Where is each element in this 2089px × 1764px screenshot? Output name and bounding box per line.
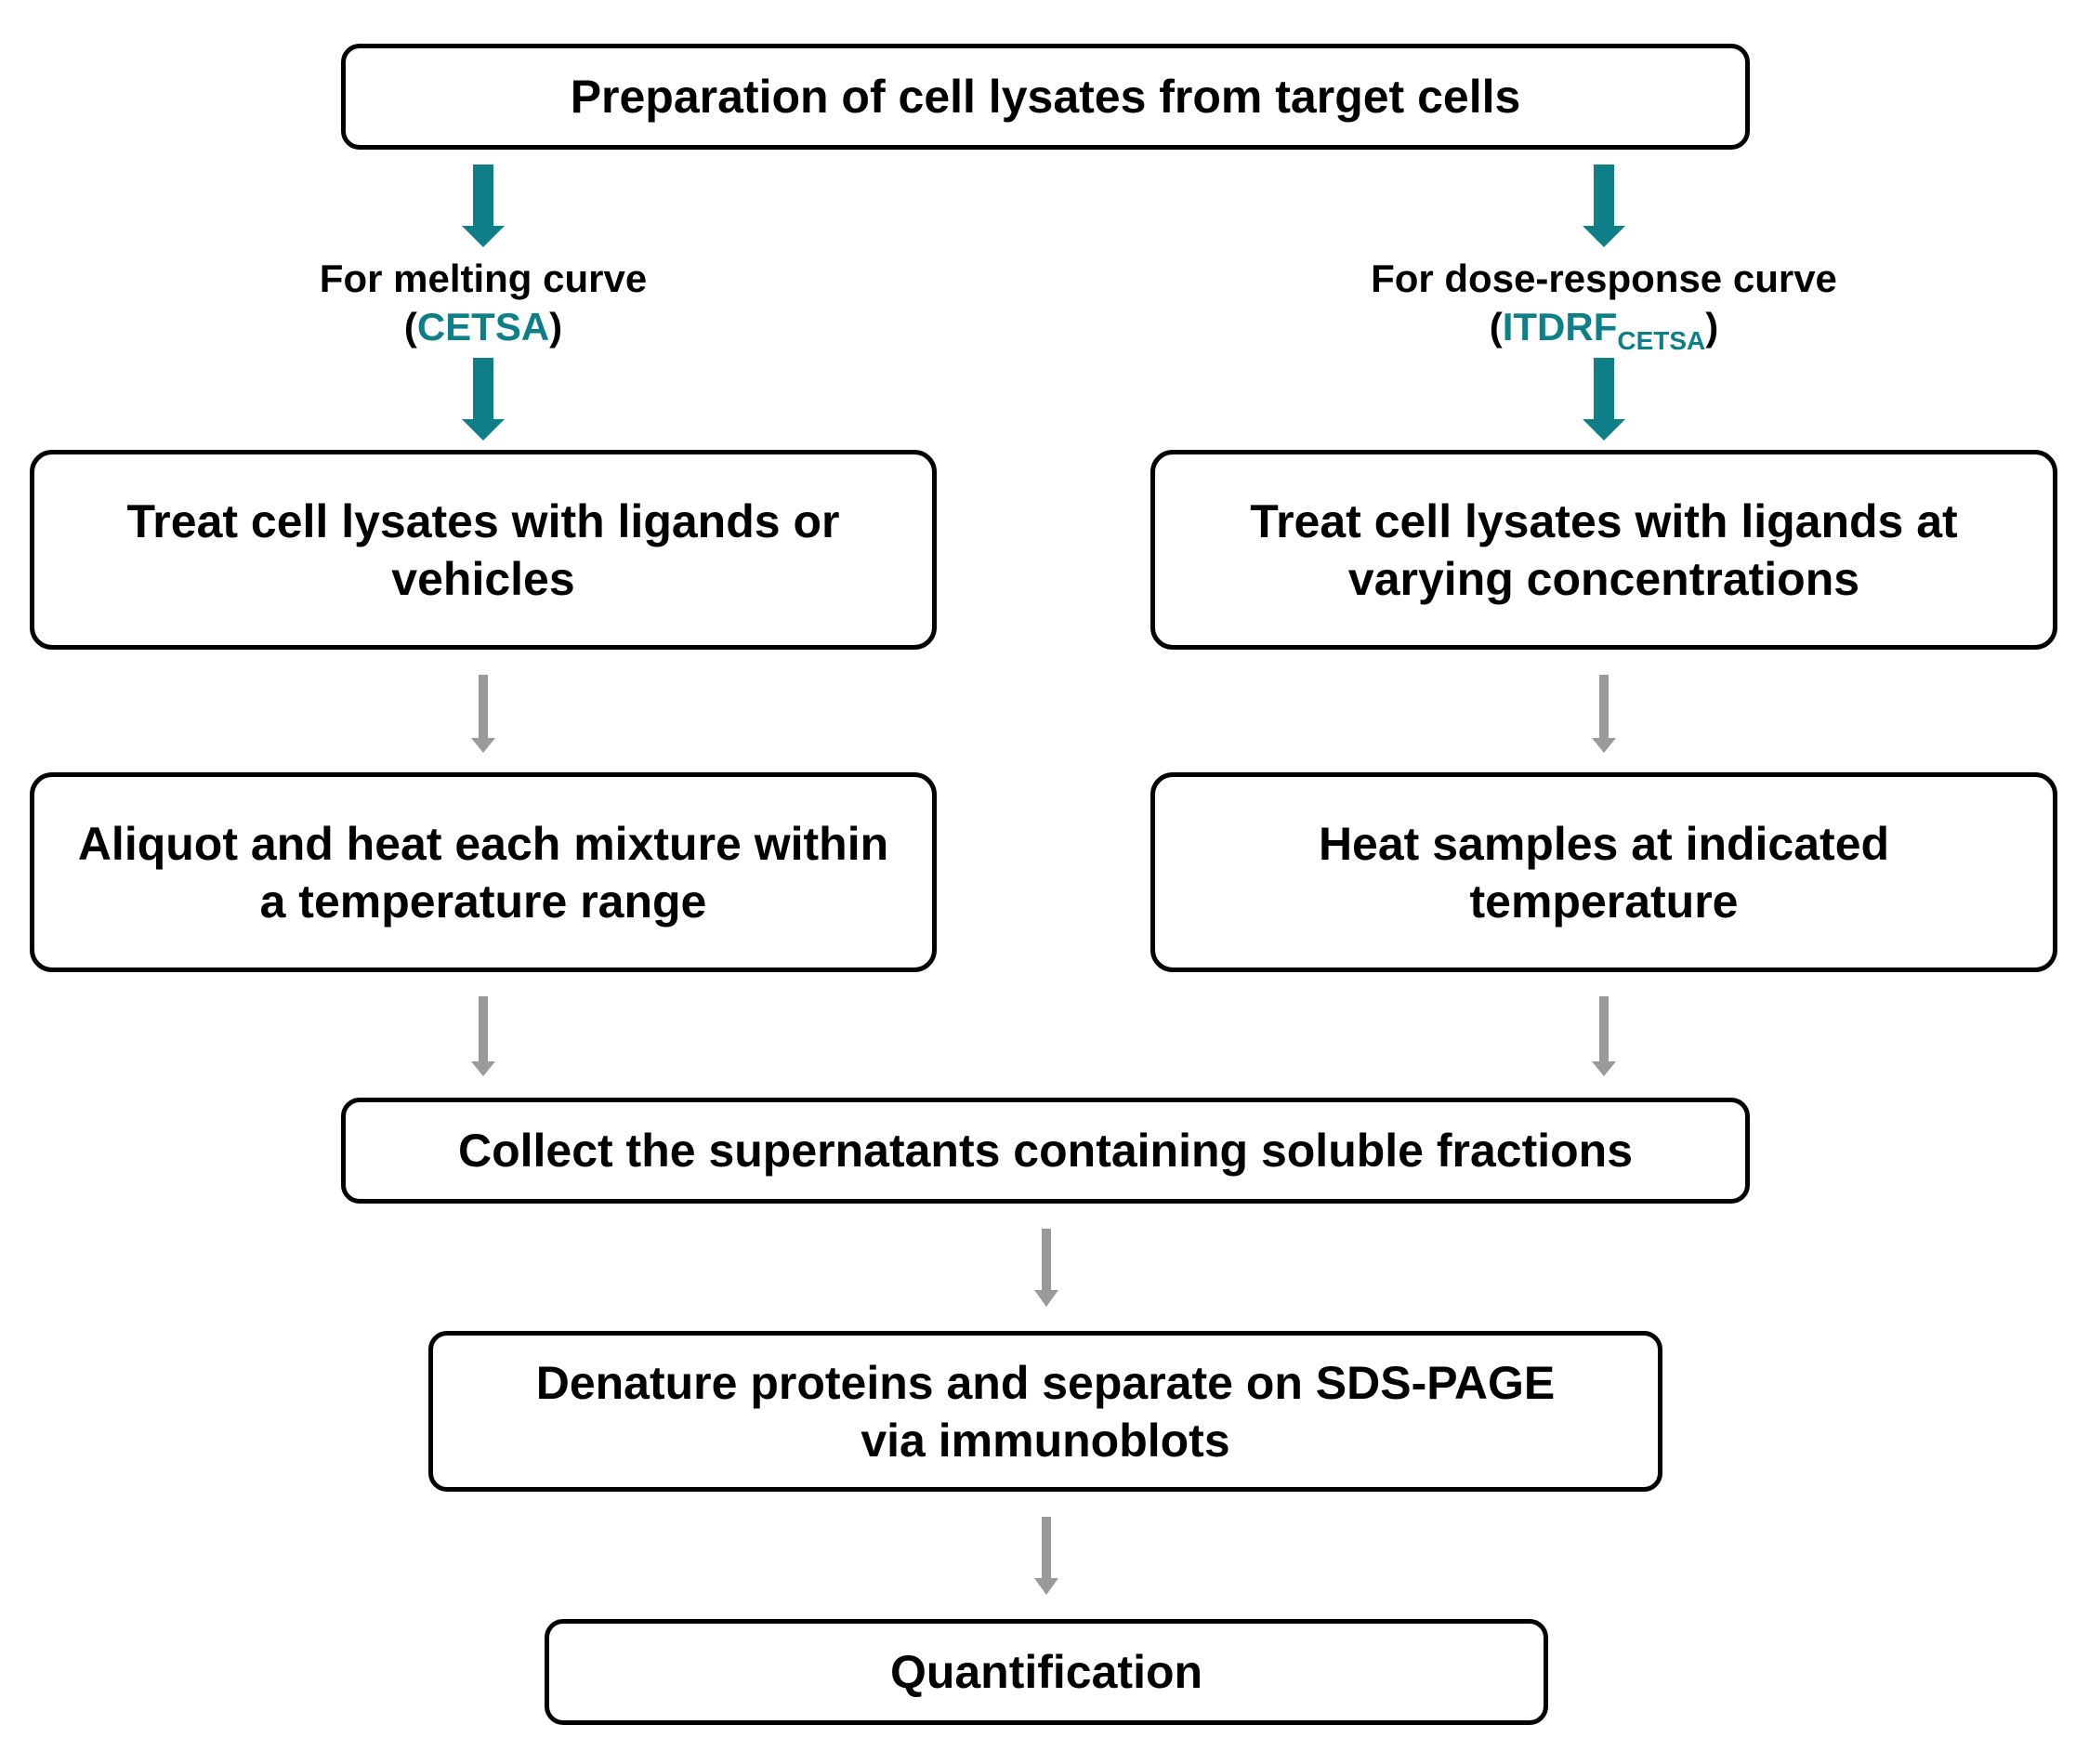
treat-left-line1: Treat cell lysates with ligands or bbox=[126, 494, 840, 547]
itdrf-method: ITDRF bbox=[1502, 305, 1618, 349]
teal-arrow-right-bottom bbox=[1583, 358, 1625, 441]
denature-line1: Denature proteins and separate on SDS-PA… bbox=[535, 1356, 1556, 1409]
heat-left-line2: a temperature range bbox=[259, 875, 707, 928]
gray-arrow-left-1 bbox=[471, 675, 495, 753]
dose-response-line2: (ITDRFCETSA) bbox=[1334, 303, 1873, 365]
collect-text: Collect the supernatants containing solu… bbox=[457, 1125, 1634, 1177]
teal-arrow-left-top bbox=[462, 165, 505, 247]
melting-curve-label: For melting curve (CETSA) bbox=[251, 255, 716, 351]
gray-arrow-center-2 bbox=[1034, 1517, 1058, 1595]
melting-open-paren: ( bbox=[403, 305, 417, 349]
dose-open-paren: ( bbox=[1489, 305, 1503, 349]
dose-close-paren: ) bbox=[1705, 305, 1719, 349]
treat-left-line2: vehicles bbox=[391, 552, 575, 605]
dose-response-label: For dose-response curve (ITDRFCETSA) bbox=[1334, 255, 1873, 365]
treat-right-line1: Treat cell lysates with ligands at bbox=[1250, 494, 1958, 547]
gray-arrow-right-2 bbox=[1592, 996, 1616, 1076]
quantification-text: Quantification bbox=[889, 1646, 1203, 1698]
denature-line2: via immunoblots bbox=[861, 1414, 1230, 1467]
heat-left-line1: Aliquot and heat each mixture within bbox=[77, 817, 889, 870]
dose-response-line1: For dose-response curve bbox=[1371, 257, 1837, 300]
heat-right-line2: temperature bbox=[1469, 875, 1739, 928]
treat-left-box: Treat cell lysates with ligands or vehic… bbox=[30, 450, 937, 650]
cetsa-method: CETSA bbox=[416, 305, 550, 349]
heat-right-line1: Heat samples at indicated bbox=[1318, 817, 1890, 870]
collect-box: Collect the supernatants containing solu… bbox=[341, 1098, 1750, 1204]
teal-arrow-left-bottom bbox=[462, 358, 505, 441]
treat-right-box: Treat cell lysates with ligands at varyi… bbox=[1150, 450, 2057, 650]
denature-box: Denature proteins and separate on SDS-PA… bbox=[428, 1331, 1662, 1492]
gray-arrow-right-1 bbox=[1592, 675, 1616, 753]
itdrf-subscript: CETSA bbox=[1617, 326, 1706, 355]
prep-text: Preparation of cell lysates from target … bbox=[570, 71, 1521, 123]
treat-right-line2: varying concentrations bbox=[1347, 552, 1860, 605]
gray-arrow-center-1 bbox=[1034, 1229, 1058, 1307]
quantification-box: Quantification bbox=[545, 1619, 1548, 1725]
prep-box: Preparation of cell lysates from target … bbox=[341, 44, 1750, 150]
heat-right-box: Heat samples at indicated temperature bbox=[1150, 772, 2057, 972]
gray-arrow-left-2 bbox=[471, 996, 495, 1076]
heat-left-box: Aliquot and heat each mixture within a t… bbox=[30, 772, 937, 972]
teal-arrow-right-top bbox=[1583, 165, 1625, 247]
melting-close-paren: ) bbox=[549, 305, 563, 349]
melting-curve-line2: (CETSA) bbox=[251, 303, 716, 351]
melting-curve-line1: For melting curve bbox=[319, 257, 648, 300]
